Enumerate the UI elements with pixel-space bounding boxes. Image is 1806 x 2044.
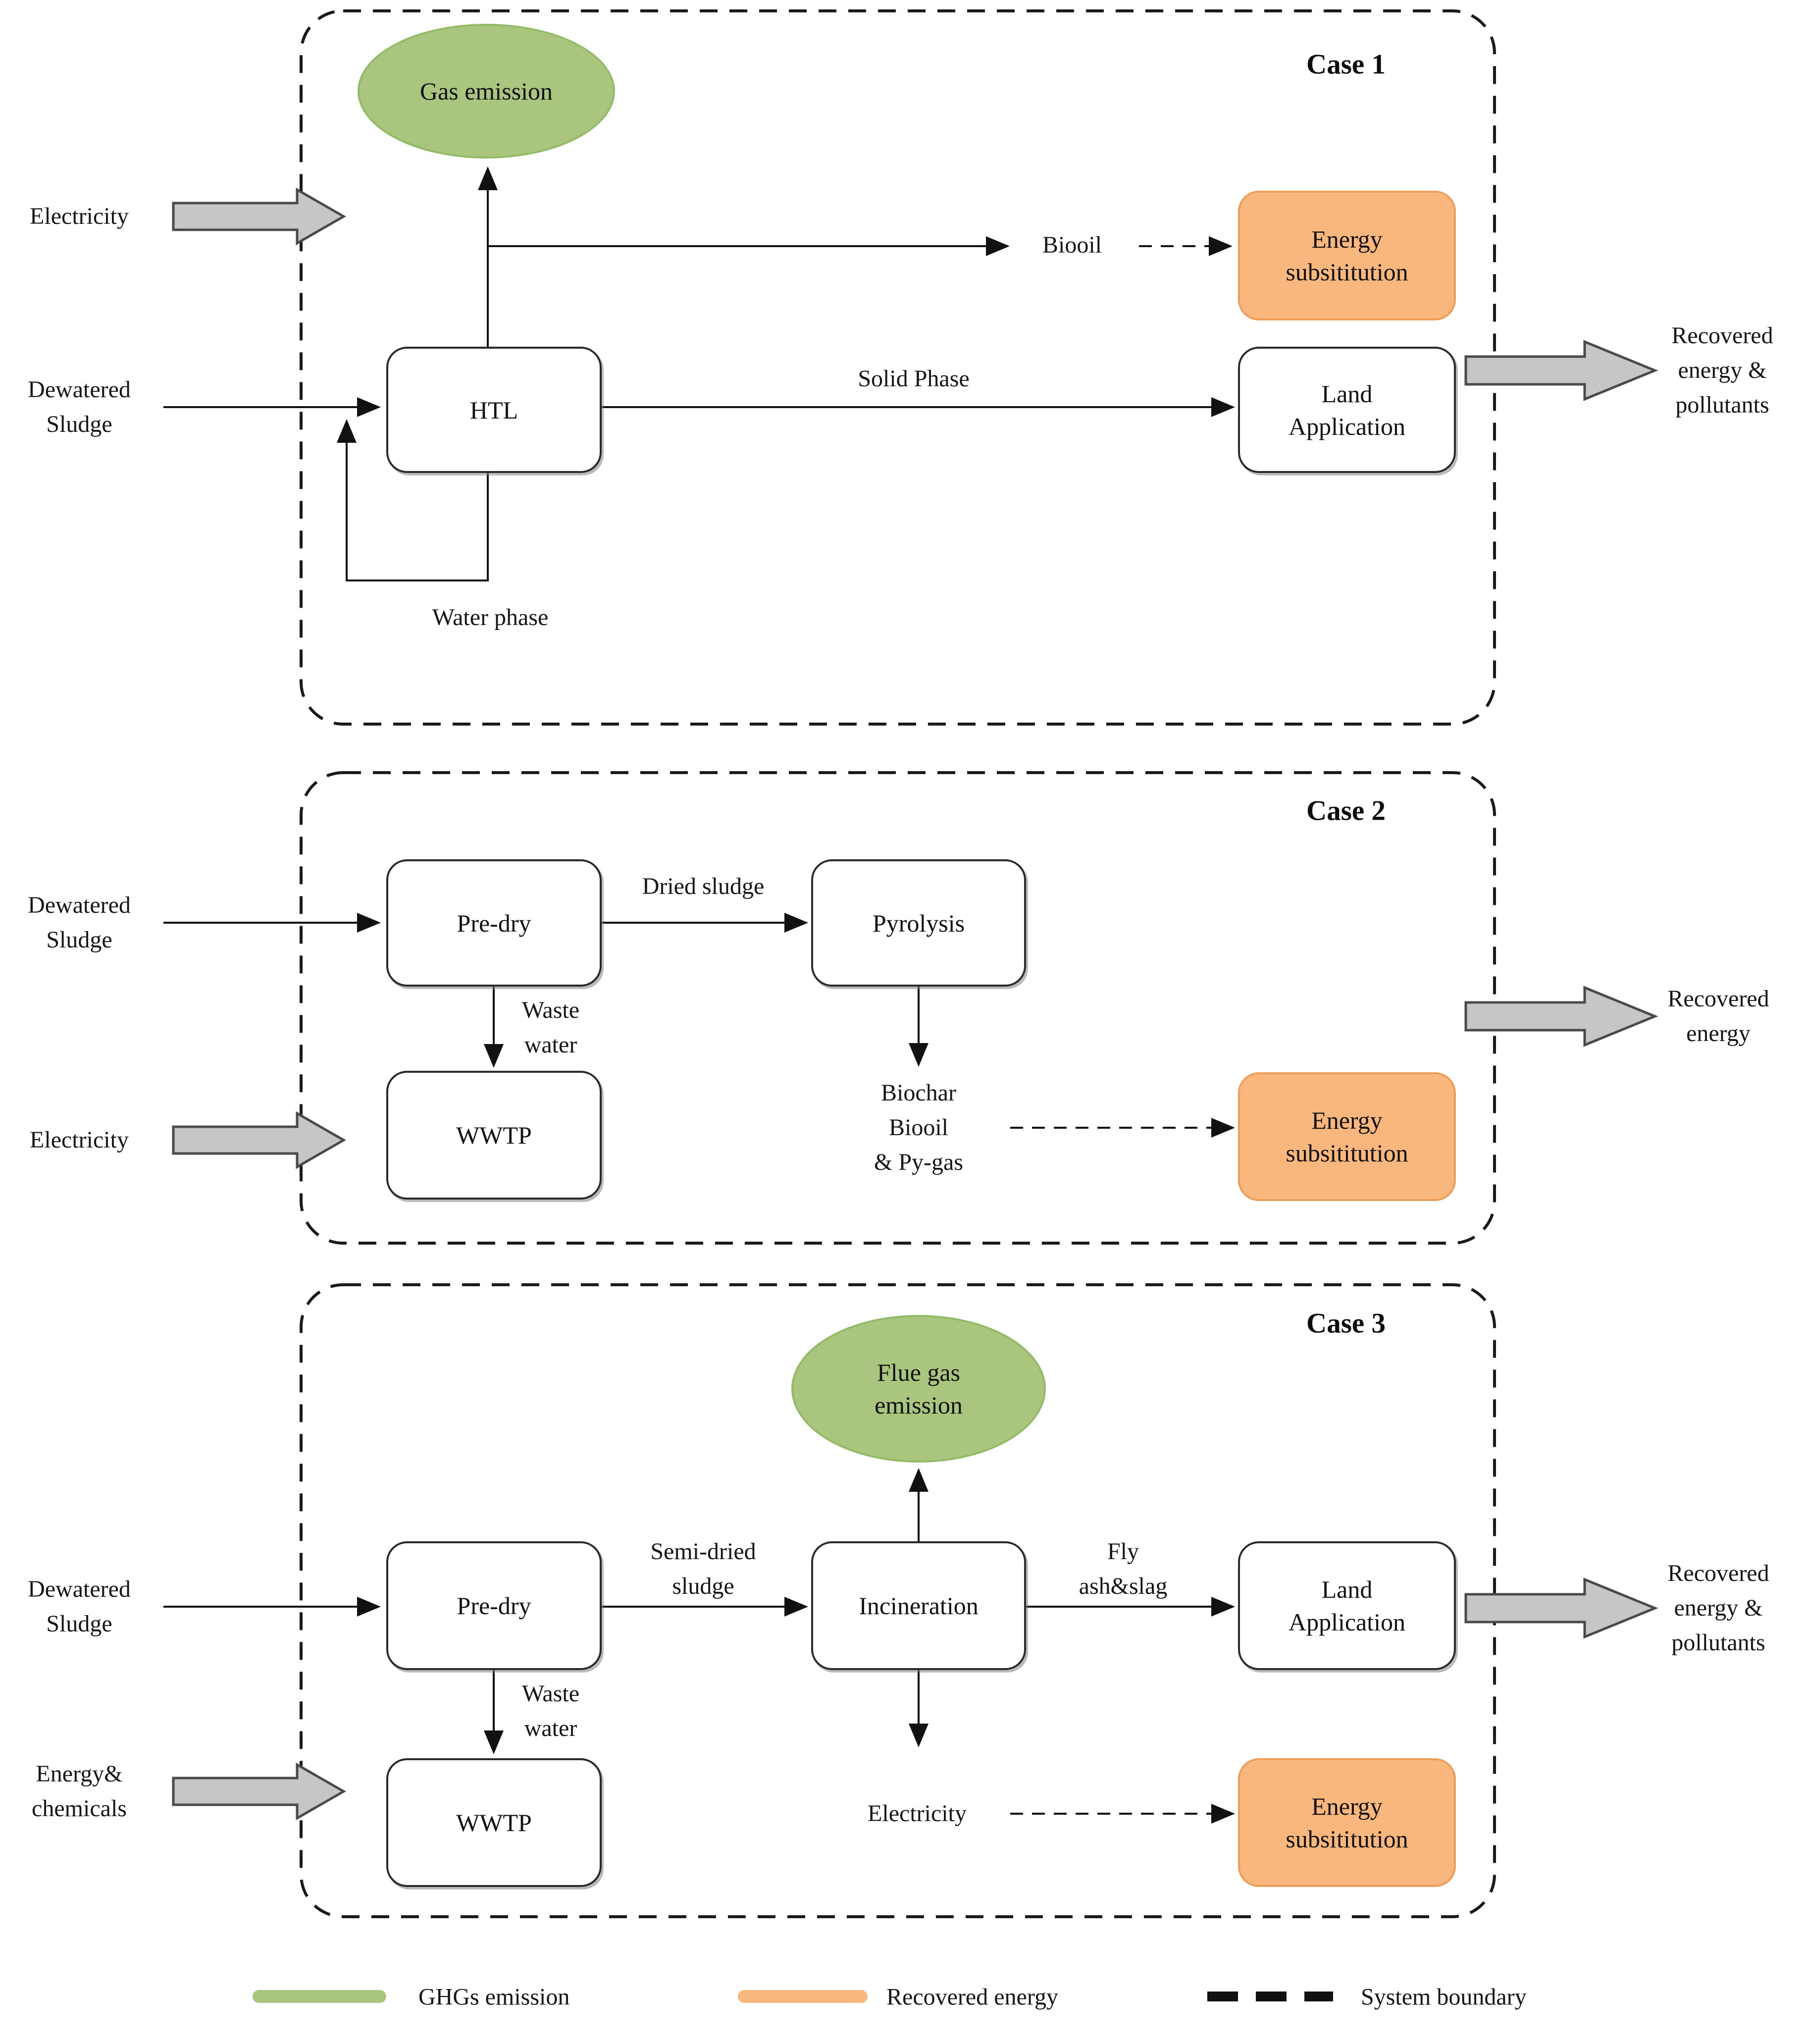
wwtp-label-case3: WWTP (456, 1809, 532, 1836)
wwtp-node-case3: WWTP (386, 1758, 602, 1887)
electricity-flow-label-case3: Electricity (868, 1800, 967, 1827)
waste-water-label-case3: Waste water (521, 1680, 580, 1741)
pre-dry-label-case3: Pre-dry (457, 1592, 531, 1620)
arrow-water-phase-loop (337, 419, 489, 581)
flue-gas-ellipse: Flue gas emission (791, 1315, 1046, 1463)
pyrolysis-node: Pyrolysis (811, 859, 1026, 987)
output-block-arrow-case1 (1464, 340, 1658, 401)
recovered-output-label-case2: Recovered energy (1667, 986, 1769, 1047)
land-application-label-case1: Land Application (1288, 379, 1406, 440)
solid-phase-label: Solid Phase (858, 366, 970, 392)
land-application-label-case3: Land Application (1288, 1575, 1406, 1636)
incineration-label: Incineration (859, 1592, 979, 1620)
legend-boundary-label: System boundary (1361, 1984, 1527, 2010)
water-phase-label: Water phase (432, 604, 549, 630)
waste-water-label-case2: Waste water (521, 997, 580, 1058)
pre-dry-node-case2: Pre-dry (386, 859, 602, 987)
htl-node: HTL (386, 347, 602, 473)
dewatered-sludge-label-case1: Dewatered Sludge (28, 376, 131, 437)
dewatered-sludge-label-case3: Dewatered Sludge (28, 1576, 131, 1637)
wwtp-label-case2: WWTP (456, 1121, 532, 1149)
gas-emission-label: Gas emission (419, 77, 553, 105)
legend-ghg-swatch (253, 1990, 386, 2003)
energy-chemicals-input-label: Energy& chemicals (32, 1761, 127, 1822)
pyrolysis-label: Pyrolysis (872, 909, 965, 937)
land-application-node-case1: Land Application (1238, 347, 1456, 473)
recovered-output-label-case1: Recovered energy & pollutants (1671, 322, 1773, 418)
energy-substitution-label-case2: Energy subsititution (1286, 1106, 1408, 1167)
case1-title: Case 1 (1306, 49, 1386, 80)
electricity-block-arrow-case2 (172, 1111, 347, 1169)
legend-recovered-label: Recovered energy (886, 1984, 1058, 2010)
energy-substitution-node-case3: Energy subsititution (1238, 1758, 1456, 1887)
case2-title: Case 2 (1306, 795, 1386, 827)
legend-ghg-label: GHGs emission (418, 1984, 570, 2010)
biooil-label: Biooil (1042, 232, 1102, 258)
land-application-node-case3: Land Application (1238, 1541, 1456, 1670)
flue-gas-label: Flue gas emission (875, 1359, 963, 1419)
energy-substitution-label-case3: Energy subsititution (1286, 1792, 1408, 1853)
energy-substitution-node-case1: Energy subsititution (1238, 191, 1456, 320)
output-block-arrow-case2 (1464, 986, 1658, 1047)
energy-substitution-label-case1: Energy subsititution (1286, 225, 1408, 286)
pyrolysis-products-label: Biochar Biooil & Py-gas (874, 1080, 963, 1175)
dried-sludge-label: Dried sludge (642, 873, 765, 899)
energy-chemicals-block-arrow-case3 (172, 1762, 347, 1821)
recovered-output-label-case3: Recovered energy & pollutants (1667, 1560, 1769, 1656)
fly-ash-slag-label: Fly ash&slag (1079, 1538, 1168, 1599)
case3-title: Case 3 (1306, 1308, 1386, 1339)
energy-substitution-node-case2: Energy subsititution (1238, 1072, 1456, 1201)
wwtp-node-case2: WWTP (386, 1071, 602, 1200)
electricity-input-label-case2: Electricity (30, 1127, 129, 1153)
pre-dry-node-case3: Pre-dry (386, 1541, 602, 1670)
htl-label: HTL (469, 396, 518, 424)
semi-dried-sludge-label: Semi-dried sludge (650, 1538, 756, 1599)
output-block-arrow-case3 (1464, 1577, 1658, 1639)
gas-emission-ellipse: Gas emission (358, 24, 615, 158)
electricity-input-label-case1: Electricity (30, 203, 129, 229)
electricity-block-arrow-case1 (172, 187, 347, 246)
legend-recovered-swatch (738, 1990, 868, 2003)
pre-dry-label-case2: Pre-dry (457, 909, 531, 937)
incineration-node: Incineration (811, 1541, 1026, 1670)
dewatered-sludge-label-case2: Dewatered Sludge (28, 892, 131, 953)
